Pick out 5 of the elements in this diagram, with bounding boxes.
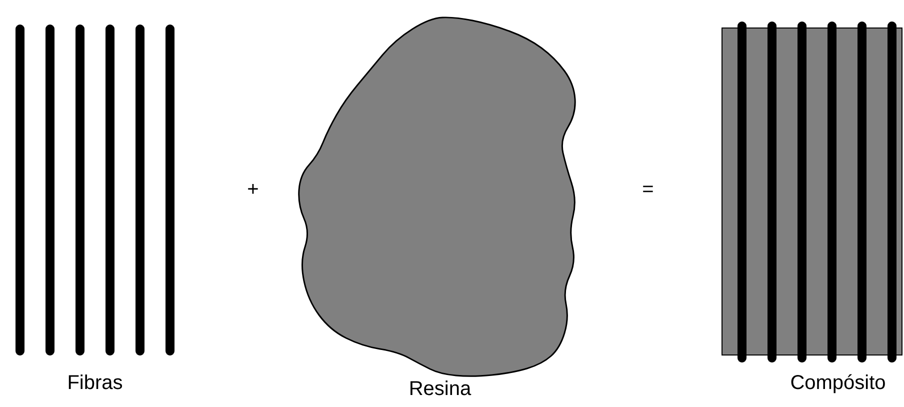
operator-sign: +	[247, 178, 259, 202]
node-label: Resina	[408, 378, 472, 401]
node-label: Compósito	[790, 372, 886, 395]
node-label: Fibras	[67, 372, 123, 395]
operator-sign: =	[642, 178, 654, 202]
